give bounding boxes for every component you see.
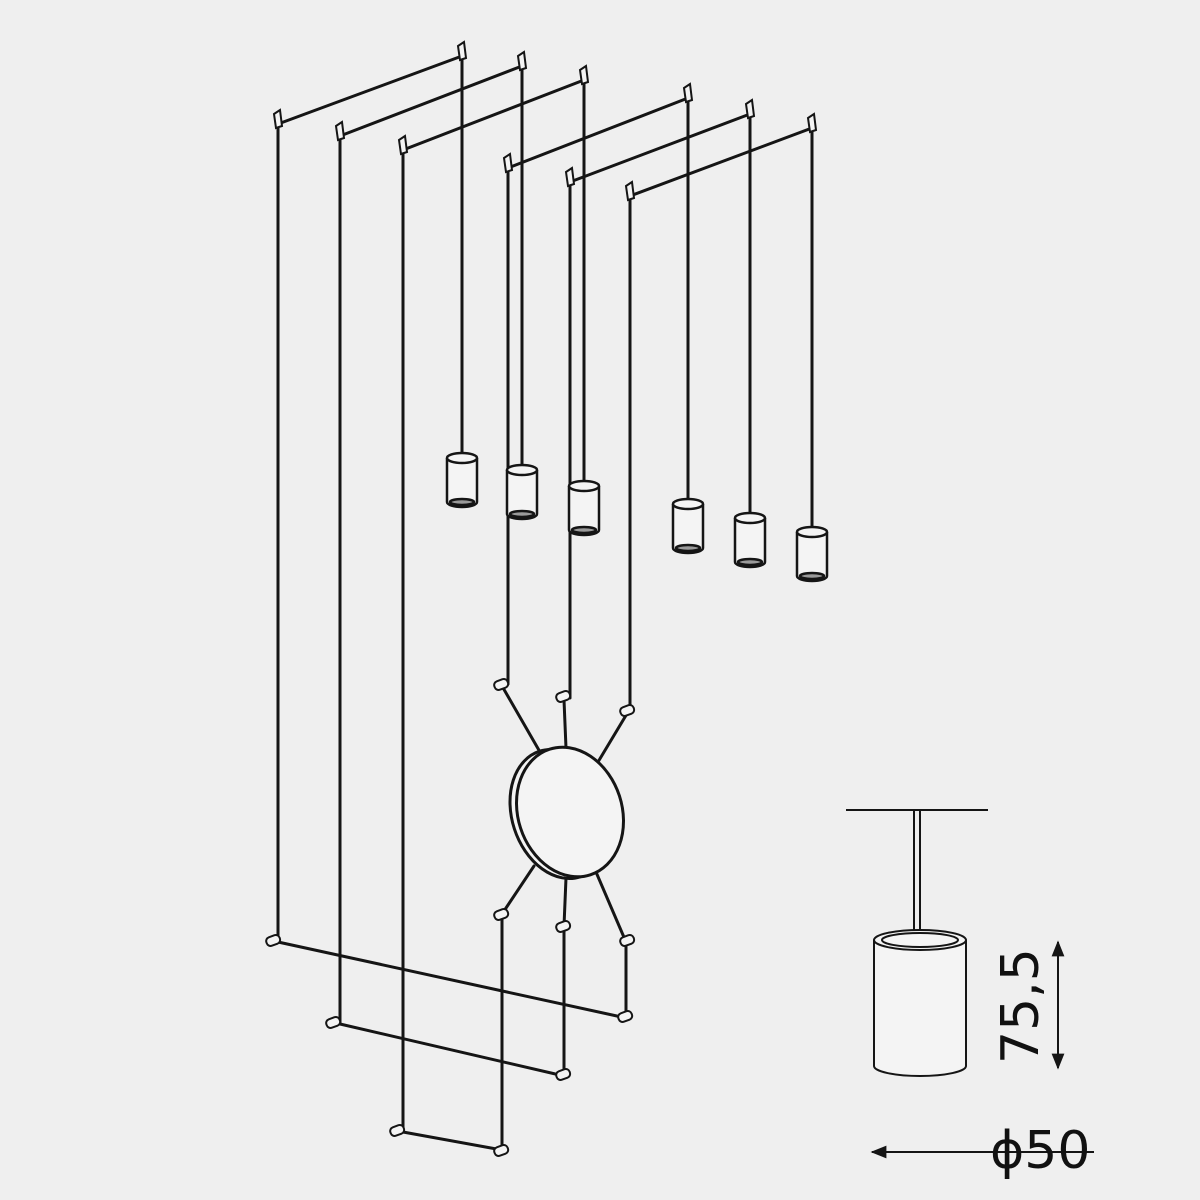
pendant-head-1 bbox=[445, 451, 479, 509]
pendant-bottom bbox=[798, 571, 826, 581]
pendant-top bbox=[567, 479, 601, 493]
pendant-bottom bbox=[570, 525, 598, 535]
clip-3 bbox=[619, 703, 636, 717]
pendant-head-5 bbox=[733, 511, 767, 569]
pendant-bottom bbox=[674, 543, 702, 553]
detail-lamp-body bbox=[873, 940, 967, 1077]
hook-5 bbox=[564, 166, 576, 188]
hook-12 bbox=[806, 112, 818, 134]
pendant-top bbox=[445, 451, 479, 465]
pendant-top bbox=[671, 497, 705, 511]
top-cable-5 bbox=[568, 112, 752, 184]
pendant-top bbox=[795, 525, 829, 539]
branch-lower-left bbox=[500, 864, 536, 916]
bottom-cable-2 bbox=[338, 1022, 566, 1078]
hook-2 bbox=[334, 120, 346, 142]
pendant-head-4 bbox=[671, 497, 705, 555]
branch-upper-left bbox=[500, 684, 542, 754]
top-cable-1 bbox=[276, 54, 464, 126]
pendant-body bbox=[445, 458, 479, 509]
canopy-front bbox=[515, 745, 625, 879]
top-cable-2 bbox=[338, 64, 524, 138]
clip-6 bbox=[619, 933, 636, 947]
pendant-body bbox=[671, 504, 705, 555]
cable-assembly bbox=[276, 54, 814, 1152]
pendant-head-2 bbox=[505, 463, 539, 521]
pendant-body bbox=[567, 486, 601, 537]
pendant-body bbox=[795, 532, 829, 583]
hook-10 bbox=[682, 82, 694, 104]
detail-lamp-top-inner bbox=[881, 932, 959, 948]
pendant-body bbox=[733, 518, 767, 569]
clip-8 bbox=[325, 1015, 342, 1029]
clip-1 bbox=[493, 677, 510, 691]
clip-10 bbox=[617, 1009, 634, 1023]
diameter-dimension-label: ϕ50 bbox=[990, 1121, 1090, 1181]
clip-7 bbox=[265, 933, 282, 947]
top-cable-6 bbox=[628, 126, 814, 198]
bottom-cable-1 bbox=[276, 940, 628, 1020]
hook-7 bbox=[456, 40, 468, 62]
clip-2 bbox=[555, 689, 572, 703]
ceiling-hooks bbox=[272, 40, 818, 202]
clip-9 bbox=[389, 1123, 406, 1137]
pendant-top bbox=[733, 511, 767, 525]
pendant-bottom bbox=[508, 509, 536, 519]
pendant-head-3 bbox=[567, 479, 601, 537]
hook-4 bbox=[502, 152, 514, 174]
pendant-bottom bbox=[448, 497, 476, 507]
hook-1 bbox=[272, 108, 284, 130]
hook-11 bbox=[744, 98, 756, 120]
pendant-detail-view bbox=[846, 809, 1094, 1159]
branch-lower-mid bbox=[562, 876, 568, 928]
hook-3 bbox=[397, 134, 409, 156]
clip-4 bbox=[493, 907, 510, 921]
hook-6 bbox=[624, 180, 636, 202]
top-cable-3 bbox=[401, 78, 586, 152]
pendant-body bbox=[505, 470, 539, 521]
pendant-top bbox=[505, 463, 539, 477]
pendant-head-6 bbox=[795, 525, 829, 583]
clip-5 bbox=[555, 919, 572, 933]
clip-11 bbox=[555, 1067, 572, 1081]
canopy-disc bbox=[508, 745, 625, 880]
branch-lower-right bbox=[594, 870, 628, 944]
height-dimension-label: 75,5 bbox=[991, 948, 1051, 1064]
clip-12 bbox=[493, 1143, 510, 1157]
pendant-bottom bbox=[736, 557, 764, 567]
hook-8 bbox=[516, 50, 528, 72]
hook-9 bbox=[578, 64, 590, 86]
branch-upper-mid bbox=[562, 698, 568, 750]
cable-clips bbox=[265, 677, 636, 1157]
bottom-cable-3 bbox=[401, 1130, 504, 1152]
branch-upper-right bbox=[596, 710, 630, 764]
top-cable-4 bbox=[506, 96, 690, 170]
pendant-heads bbox=[445, 451, 829, 583]
